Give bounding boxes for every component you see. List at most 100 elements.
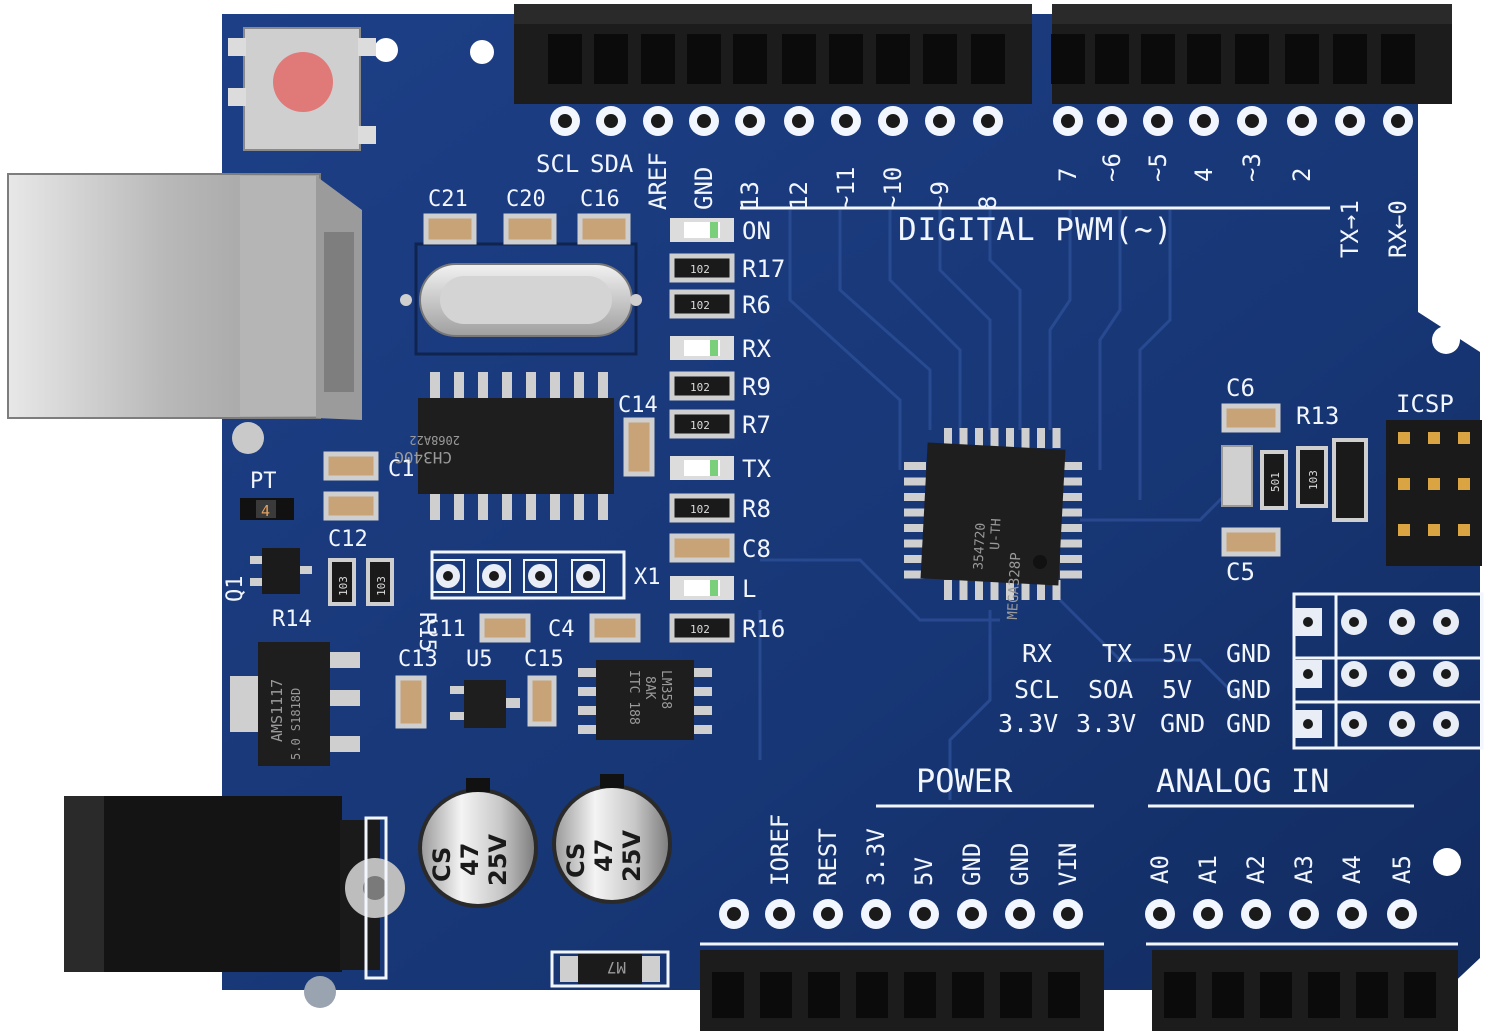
aux-pin-hole[interactable] xyxy=(1303,719,1313,729)
digital-pin-label: 4 xyxy=(1190,168,1218,182)
section-digital-label: DIGITAL PWM(~) xyxy=(898,212,1173,248)
led-label: ON xyxy=(742,217,771,245)
analog-socket[interactable] xyxy=(1164,972,1196,1018)
aux-pin-hole[interactable] xyxy=(1441,617,1451,627)
digital-socket[interactable] xyxy=(1235,34,1269,84)
digital-socket[interactable] xyxy=(548,34,582,84)
lm358-code2: ITC 188 xyxy=(626,670,641,725)
mounting-hole-bottom-left xyxy=(304,976,336,1008)
power-socket[interactable] xyxy=(904,972,936,1018)
icsp-pin[interactable] xyxy=(1398,478,1410,490)
digital-socket[interactable] xyxy=(829,34,863,84)
icsp-header[interactable] xyxy=(1386,420,1482,566)
digital-socket[interactable] xyxy=(1285,34,1319,84)
digital-socket[interactable] xyxy=(687,34,721,84)
resistor-code: 102 xyxy=(690,381,710,394)
electrolytic-capacitor-right: CS 47 25V xyxy=(552,774,672,904)
digital-socket[interactable] xyxy=(782,34,816,84)
icsp-label: ICSP xyxy=(1396,390,1454,418)
aux-pin-hole[interactable] xyxy=(1349,719,1359,729)
ch340-marking: CH340G xyxy=(394,448,452,467)
power-socket[interactable] xyxy=(952,972,984,1018)
digital-pin-label: ~6 xyxy=(1098,153,1126,182)
reset-button[interactable] xyxy=(228,27,376,151)
aux-pin-hole[interactable] xyxy=(1303,617,1313,627)
led-label: R16 xyxy=(742,615,785,643)
digital-socket[interactable] xyxy=(971,34,1005,84)
electrolytic-capacitor-left: CS 47 25V xyxy=(418,778,538,908)
c4-label: C4 xyxy=(548,617,575,642)
aux-row-label: SCL xyxy=(1014,675,1059,704)
power-socket[interactable] xyxy=(856,972,888,1018)
icsp-pin[interactable] xyxy=(1458,432,1470,444)
power-socket[interactable] xyxy=(760,972,792,1018)
aux-row-label: RX xyxy=(1022,639,1052,668)
r14-code: 103 xyxy=(337,576,350,596)
digital-pin-label: 12 xyxy=(785,181,813,210)
analog-pin-label: A5 xyxy=(1388,855,1416,884)
digital-socket[interactable] xyxy=(1051,34,1085,84)
analog-pin-label: A0 xyxy=(1146,855,1174,884)
icsp-pin[interactable] xyxy=(1428,432,1440,444)
x1-label: X1 xyxy=(634,565,661,590)
ams1117-regulator: AMS1117 5.0 S1818D xyxy=(230,642,360,766)
aux-pin-hole[interactable] xyxy=(1397,669,1407,679)
digital-socket[interactable] xyxy=(1187,34,1221,84)
aux-pin-hole[interactable] xyxy=(1397,719,1407,729)
aux-pin-hole[interactable] xyxy=(1397,617,1407,627)
dc-power-jack[interactable] xyxy=(64,796,405,972)
icsp-pin[interactable] xyxy=(1428,478,1440,490)
aux-row-label: TX xyxy=(1102,639,1132,668)
analog-socket[interactable] xyxy=(1260,972,1292,1018)
digital-socket[interactable] xyxy=(594,34,628,84)
aux-pin-hole[interactable] xyxy=(1349,669,1359,679)
icsp-pin[interactable] xyxy=(1458,478,1470,490)
c12-capacitor xyxy=(323,491,379,521)
mounting-hole-right xyxy=(1432,326,1460,354)
smd-resistor xyxy=(669,613,735,643)
icsp-pin[interactable] xyxy=(1398,524,1410,536)
icsp-pin[interactable] xyxy=(1398,432,1410,444)
m7-marking: M7 xyxy=(607,958,626,977)
power-socket[interactable] xyxy=(1048,972,1080,1018)
digital-pin-label: 2 xyxy=(1288,168,1316,182)
c4-capacitor xyxy=(589,613,641,643)
power-socket[interactable] xyxy=(712,972,744,1018)
analog-socket[interactable] xyxy=(1404,972,1436,1018)
c8-capacitor xyxy=(669,533,735,563)
diode-small xyxy=(1332,438,1368,522)
aux-pin-hole[interactable] xyxy=(1441,669,1451,679)
c6-label: C6 xyxy=(1226,374,1255,402)
c5-capacitor xyxy=(1221,527,1281,557)
digital-socket[interactable] xyxy=(1095,34,1129,84)
digital-socket[interactable] xyxy=(1141,34,1175,84)
digital-socket[interactable] xyxy=(733,34,767,84)
aux-row-label: GND xyxy=(1226,639,1271,668)
pt-value: 4 xyxy=(261,502,270,520)
icsp-pin[interactable] xyxy=(1428,524,1440,536)
aux-pin-hole[interactable] xyxy=(1349,617,1359,627)
digital-socket[interactable] xyxy=(1381,34,1415,84)
digital-socket[interactable] xyxy=(1333,34,1367,84)
digital-socket[interactable] xyxy=(923,34,957,84)
aux-pin-hole[interactable] xyxy=(1441,719,1451,729)
usb-connector[interactable] xyxy=(7,173,362,454)
aux-pin-hole[interactable] xyxy=(1303,669,1313,679)
lm358-chip: LM358 8AK ITC 188 xyxy=(578,660,712,740)
digital-pin-label: ~10 xyxy=(879,167,907,210)
digital-socket[interactable] xyxy=(641,34,675,84)
icsp-pin[interactable] xyxy=(1458,524,1470,536)
smd-resistor xyxy=(669,371,735,401)
m7-diode: M7 xyxy=(550,950,670,988)
c21-label: C21 xyxy=(428,187,468,212)
analog-socket[interactable] xyxy=(1356,972,1388,1018)
analog-socket[interactable] xyxy=(1308,972,1340,1018)
led-label: R17 xyxy=(742,255,785,283)
smd-resistor xyxy=(669,289,735,319)
ams1117-code: 5.0 S1818D xyxy=(289,688,303,760)
power-socket[interactable] xyxy=(808,972,840,1018)
power-socket[interactable] xyxy=(1000,972,1032,1018)
analog-socket[interactable] xyxy=(1212,972,1244,1018)
digital-socket[interactable] xyxy=(876,34,910,84)
